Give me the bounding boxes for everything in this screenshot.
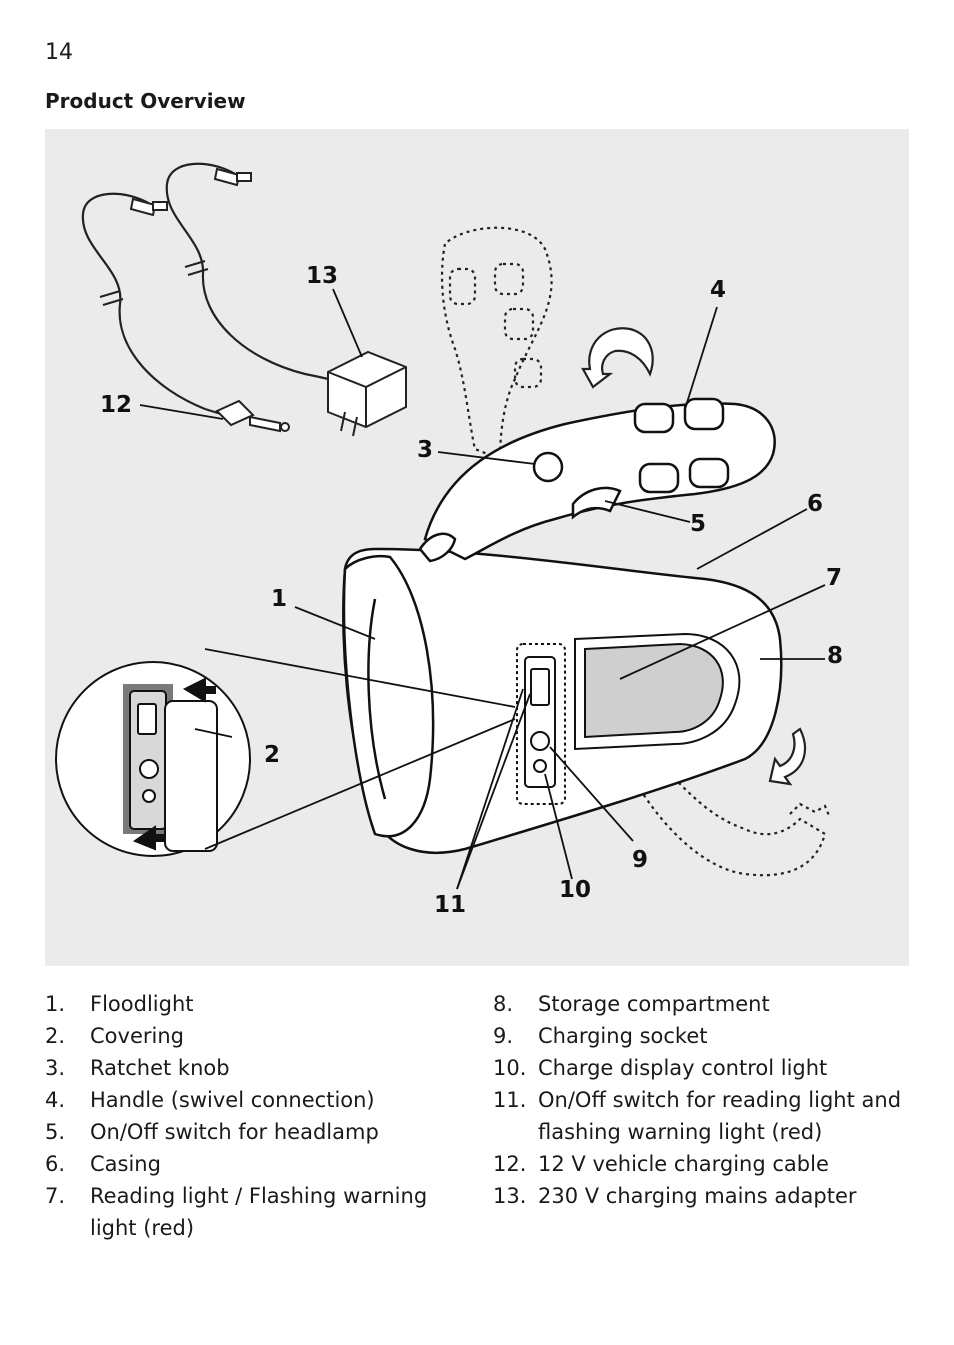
parts-list-right: 8.Storage compartment 9.Charging socket … (493, 988, 913, 1212)
handle (418, 397, 776, 563)
item-label: Covering (90, 1024, 184, 1048)
page-number: 14 (45, 40, 73, 65)
item-label: Storage compartment (538, 992, 770, 1016)
list-item: 8. Storage compartment (493, 988, 913, 1020)
callout-5: 5 (690, 511, 707, 537)
item-label: Charging socket (538, 1024, 708, 1048)
item-label: On/Off switch for headlamp (90, 1120, 379, 1144)
item-label: Reading light / Flashing warning light (… (90, 1184, 428, 1240)
callout-4: 4 (710, 277, 727, 303)
item-label: Handle (swivel connection) (90, 1088, 375, 1112)
handle-ghost-top (440, 226, 553, 461)
callout-3: 3 (417, 437, 434, 463)
item-label: 230 V charging mains adapter (538, 1184, 857, 1208)
item-number: 6. (45, 1152, 66, 1176)
reading-light-grille (574, 632, 741, 751)
list-item: 12. 12 V vehicle charging cable (493, 1148, 913, 1180)
item-number: 13. (493, 1184, 527, 1208)
charging-cables (81, 162, 329, 421)
callout-13: 13 (306, 263, 339, 289)
list-item: 6. Casing (45, 1148, 445, 1180)
item-number: 11. (493, 1088, 527, 1112)
item-number: 2. (45, 1024, 66, 1048)
item-label: 12 V vehicle charging cable (538, 1152, 829, 1176)
list-item: 4. Handle (swivel connection) (45, 1084, 445, 1116)
list-item: 10. Charge display control light (493, 1052, 913, 1084)
callout-6: 6 (807, 491, 824, 517)
list-item: 9. Charging socket (493, 1020, 913, 1052)
callout-7: 7 (826, 565, 843, 591)
item-label: Charge display control light (538, 1056, 828, 1080)
item-number: 7. (45, 1184, 66, 1208)
list-item: 5. On/Off switch for headlamp (45, 1116, 445, 1148)
section-title: Product Overview (45, 89, 246, 113)
item-number: 4. (45, 1088, 66, 1112)
handle-ghost-bottom (638, 777, 832, 877)
item-label: Ratchet knob (90, 1056, 230, 1080)
callout-8: 8 (827, 643, 844, 669)
callout-10: 10 (559, 877, 592, 903)
cable-plugs (129, 167, 252, 217)
callout-lines (139, 288, 826, 890)
list-item: 3. Ratchet knob (45, 1052, 445, 1084)
list-item: 7. Reading light / Flashing warning light… (45, 1180, 445, 1244)
item-label: Floodlight (90, 992, 194, 1016)
item-label: Casing (90, 1152, 161, 1176)
callout-9: 9 (632, 847, 649, 873)
product-illustration (55, 162, 832, 890)
item-number: 9. (493, 1024, 514, 1048)
item-number: 8. (493, 992, 514, 1016)
item-label: On/Off switch for reading light and flas… (538, 1088, 902, 1144)
callout-12: 12 (100, 392, 133, 418)
item-number: 12. (493, 1152, 527, 1176)
item-number: 1. (45, 992, 66, 1016)
callout-2: 2 (264, 742, 281, 768)
list-item: 2. Covering (45, 1020, 445, 1052)
list-item: 13. 230 V charging mains adapter (493, 1180, 913, 1212)
callout-11: 11 (434, 892, 467, 918)
list-item: 1. Floodlight (45, 988, 445, 1020)
callout-1: 1 (271, 586, 288, 612)
rotation-arrows (581, 327, 807, 786)
product-figure: 1 2 3 4 5 6 7 8 9 10 11 12 13 (45, 129, 909, 966)
parts-list-left: 1. Floodlight 2. Covering 3. Ratchet knob 4… (45, 988, 445, 1244)
vehicle-plug (215, 399, 290, 433)
list-item: 11. On/Off switch for reading light and f… (493, 1084, 913, 1148)
item-number: 10. (493, 1056, 527, 1080)
item-number: 3. (45, 1056, 66, 1080)
mains-adapter (327, 350, 407, 437)
item-number: 5. (45, 1120, 66, 1144)
zoom-detail (55, 661, 251, 857)
control-panel (516, 643, 566, 805)
